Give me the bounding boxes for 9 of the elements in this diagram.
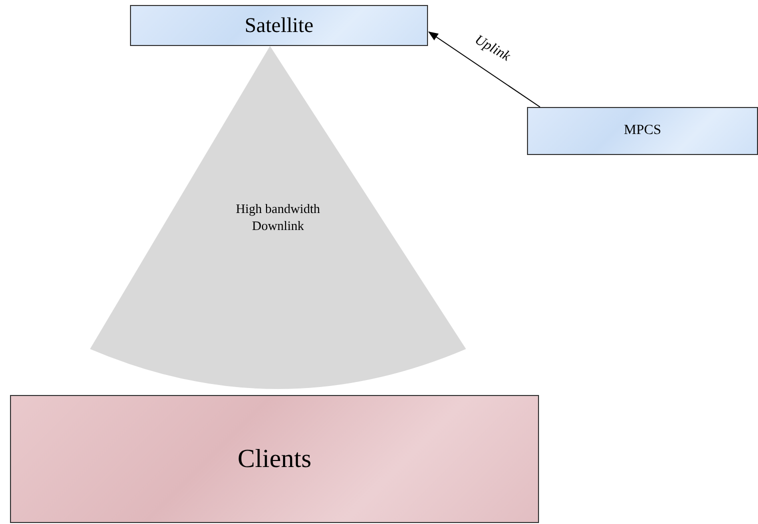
- node-label: Satellite: [244, 12, 314, 39]
- node-label: Clients: [238, 443, 312, 476]
- process-box: [527, 107, 758, 155]
- process-box: [10, 395, 539, 523]
- arrow: [428, 31, 540, 108]
- beam-sector: [90, 46, 466, 389]
- node-label: High bandwidth Downlink: [234, 200, 322, 234]
- process-box: [130, 5, 428, 46]
- node-label: MPCS: [624, 122, 662, 140]
